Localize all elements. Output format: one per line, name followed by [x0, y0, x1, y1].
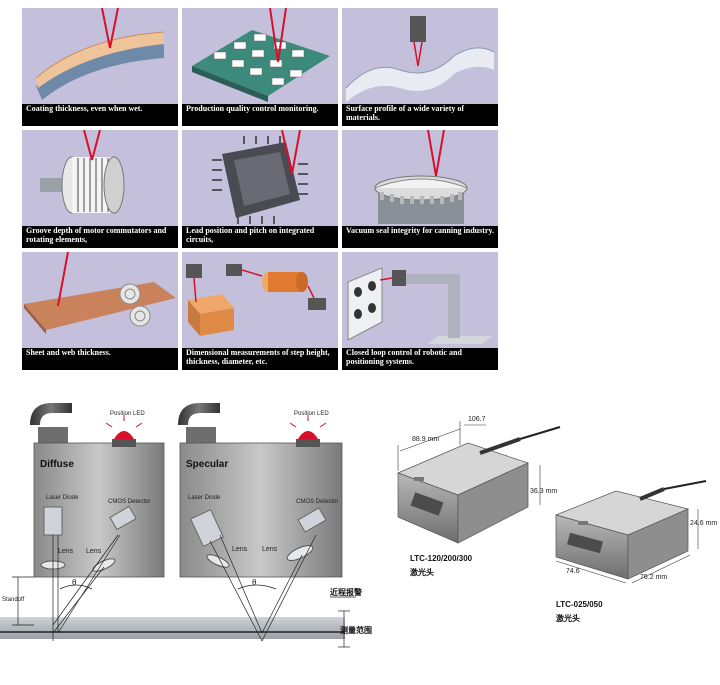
specular-title: Specular	[186, 459, 228, 470]
model-a-label: LTC-120/200/300	[410, 554, 473, 563]
lens-label: Lens	[58, 548, 74, 555]
tile-caption: Coating thickness, even when wet.	[26, 104, 143, 113]
product-a-dimensions	[397, 421, 541, 505]
dim-106-7: 106.7	[468, 416, 486, 423]
tile-sheet-thickness: Sheet and web thickness.	[22, 252, 178, 370]
tile-caption: Production quality control monitoring.	[186, 104, 319, 113]
dim-36-3: 36.3 mm	[530, 488, 557, 495]
range-annotation	[330, 596, 356, 648]
dimension-illustration	[182, 252, 338, 348]
diffuse-title: Diffuse	[40, 459, 74, 470]
sensor-and-product-diagram: Diffuse Position LED Laser Diode CMOS De…	[0, 403, 717, 648]
tile-lead-position: Lead position and pitch on integrated ci…	[182, 130, 338, 248]
tile-caption: Sheet and web thickness.	[26, 348, 111, 357]
lens-label: Lens	[262, 546, 278, 553]
tile-production-quality: Production quality control monitoring.	[182, 8, 338, 126]
tile-caption: Closed loop control of robotic and posit…	[346, 348, 462, 366]
cmos-detector-label: CMOS Detector	[108, 499, 150, 505]
model-b-label: LTC-025/050	[556, 600, 603, 609]
application-grid: Coating thickness, even when wet. Produc…	[22, 8, 498, 372]
lower-section: Diffuse Position LED Laser Diode CMOS De…	[0, 385, 720, 680]
tile-robotic-control: Closed loop control of robotic and posit…	[342, 252, 498, 370]
tile-caption: Vacuum seal integrity for canning indust…	[346, 226, 495, 235]
lens-label: Lens	[232, 546, 248, 553]
tile-caption: Groove depth of motor commutators and ro…	[26, 226, 167, 244]
laser-diode-label: Laser Diode	[188, 495, 221, 501]
tile-caption: Dimensional measurements of step height,…	[186, 348, 330, 366]
dim-74-6: 74.6	[566, 568, 580, 575]
dim-88-9: 88.9 mm	[412, 436, 439, 443]
position-led-label: Position LED	[110, 411, 145, 417]
sheet-illustration	[22, 252, 178, 348]
dim-76-2: 76.2 mm	[640, 574, 667, 581]
tile-dimensional: Dimensional measurements of step height,…	[182, 252, 338, 370]
surface-illustration	[342, 8, 498, 104]
tile-coating-thickness: Coating thickness, even when wet.	[22, 8, 178, 126]
diffuse-beam-lines	[52, 534, 121, 641]
head-b-label: 激光头	[556, 613, 580, 623]
near-range-alarm-label: 近程报警	[330, 587, 362, 597]
coating-illustration	[22, 8, 178, 104]
robot-illustration	[342, 252, 498, 348]
product-b-dimensions	[555, 509, 699, 584]
tile-groove-depth: Groove depth of motor commutators and ro…	[22, 130, 178, 248]
tile-caption: Lead position and pitch on integrated ci…	[186, 226, 315, 244]
specular-sensor	[178, 403, 343, 578]
product-ltc-120	[397, 426, 561, 544]
can-illustration	[342, 130, 498, 226]
chip-illustration	[182, 130, 338, 226]
motor-illustration	[22, 130, 178, 226]
pcb-illustration	[182, 8, 338, 104]
laser-diode-label: Laser Diode	[46, 495, 79, 501]
lens-label: Lens	[86, 548, 102, 555]
measurement-range-label: 测量范围	[340, 625, 372, 635]
standoff-dimension	[12, 576, 34, 626]
position-led-label: Position LED	[294, 411, 329, 417]
theta-label: θ	[72, 578, 77, 587]
theta-label: θ	[252, 578, 257, 587]
tile-vacuum-seal: Vacuum seal integrity for canning indust…	[342, 130, 498, 248]
target-surface	[0, 617, 345, 639]
dim-24-6: 24.6 mm	[690, 520, 717, 527]
standoff-label: Standoff	[2, 597, 25, 603]
cmos-detector-label: CMOS Detector	[296, 499, 338, 505]
tile-caption: Surface profile of a wide variety of mat…	[346, 104, 465, 122]
product-ltc-025	[554, 480, 707, 580]
specular-beam-lines	[209, 534, 317, 642]
head-a-label: 激光头	[410, 567, 434, 577]
tile-surface-profile: Surface profile of a wide variety of mat…	[342, 8, 498, 126]
